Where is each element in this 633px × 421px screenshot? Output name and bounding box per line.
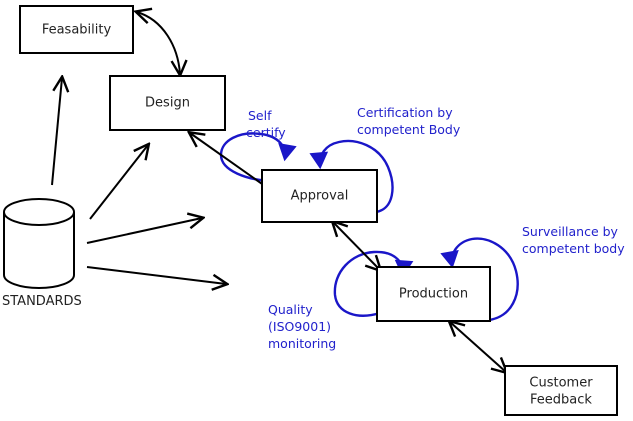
connection-standards-production — [86, 266, 226, 284]
connection-design-feasability — [137, 12, 180, 74]
loop-label-self-certify: Self certify — [246, 108, 286, 140]
loop-label-certification-line2: competent Body — [357, 122, 461, 137]
connection-standards-feasability — [51, 78, 62, 186]
connection-standards-approval — [86, 218, 202, 244]
loop-certification-by-competent-body — [309, 139, 394, 214]
loop-label-self-certify-line2: certify — [246, 125, 286, 140]
connection-standards-design — [89, 145, 148, 220]
node-approval[interactable]: Approval — [261, 169, 378, 223]
connection-production-customer-feedback — [450, 322, 506, 372]
node-standards[interactable]: STANDARDS — [2, 198, 82, 309]
node-production-label: Production — [399, 287, 468, 302]
node-design-label: Design — [145, 96, 190, 111]
node-customer-feedback-label-line1: Customer — [529, 376, 593, 391]
connection-approval-design — [190, 133, 266, 187]
loop-label-quality-line1: Quality — [268, 302, 313, 317]
loop-label-quality-line2: (ISO9001) — [268, 319, 331, 334]
loop-label-surveillance-line2: competent body — [522, 241, 625, 256]
loop-label-quality-iso9001-monitoring: Quality (ISO9001) monitoring — [268, 302, 336, 351]
node-approval-label: Approval — [291, 189, 349, 204]
node-design[interactable]: Design — [109, 75, 226, 131]
loop-self-certify — [219, 132, 297, 183]
loop-label-self-certify-line1: Self — [248, 108, 272, 123]
node-feasability-label: Feasability — [42, 23, 112, 38]
loop-label-quality-line3: monitoring — [268, 336, 336, 351]
connection-approval-production — [333, 222, 380, 270]
loop-surveillance-by-competent-body — [440, 237, 519, 322]
node-customer-feedback[interactable]: Customer Feedback — [504, 365, 618, 416]
node-feasability[interactable]: Feasability — [19, 5, 134, 54]
node-production[interactable]: Production — [376, 266, 491, 322]
loop-label-certification-by-competent-body: Certification by competent Body — [357, 105, 461, 137]
node-standards-label: STANDARDS — [2, 294, 82, 309]
loop-label-surveillance-line1: Surveillance by — [522, 224, 619, 239]
node-customer-feedback-label-line2: Feedback — [530, 393, 592, 408]
loop-label-surveillance-by-competent-body: Surveillance by competent body — [522, 224, 625, 256]
loop-label-certification-line1: Certification by — [357, 105, 453, 120]
